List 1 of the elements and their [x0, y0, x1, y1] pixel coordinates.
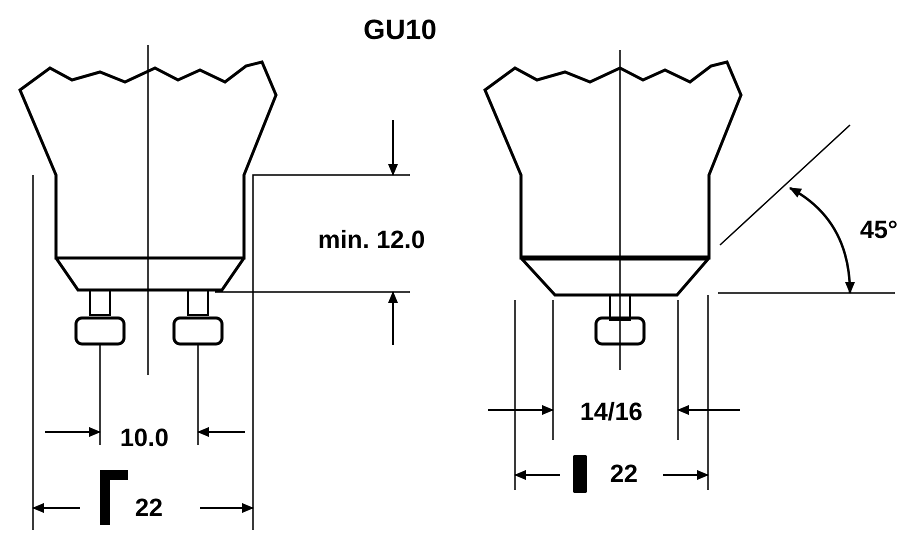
diagram-title: GU10: [362, 14, 438, 46]
